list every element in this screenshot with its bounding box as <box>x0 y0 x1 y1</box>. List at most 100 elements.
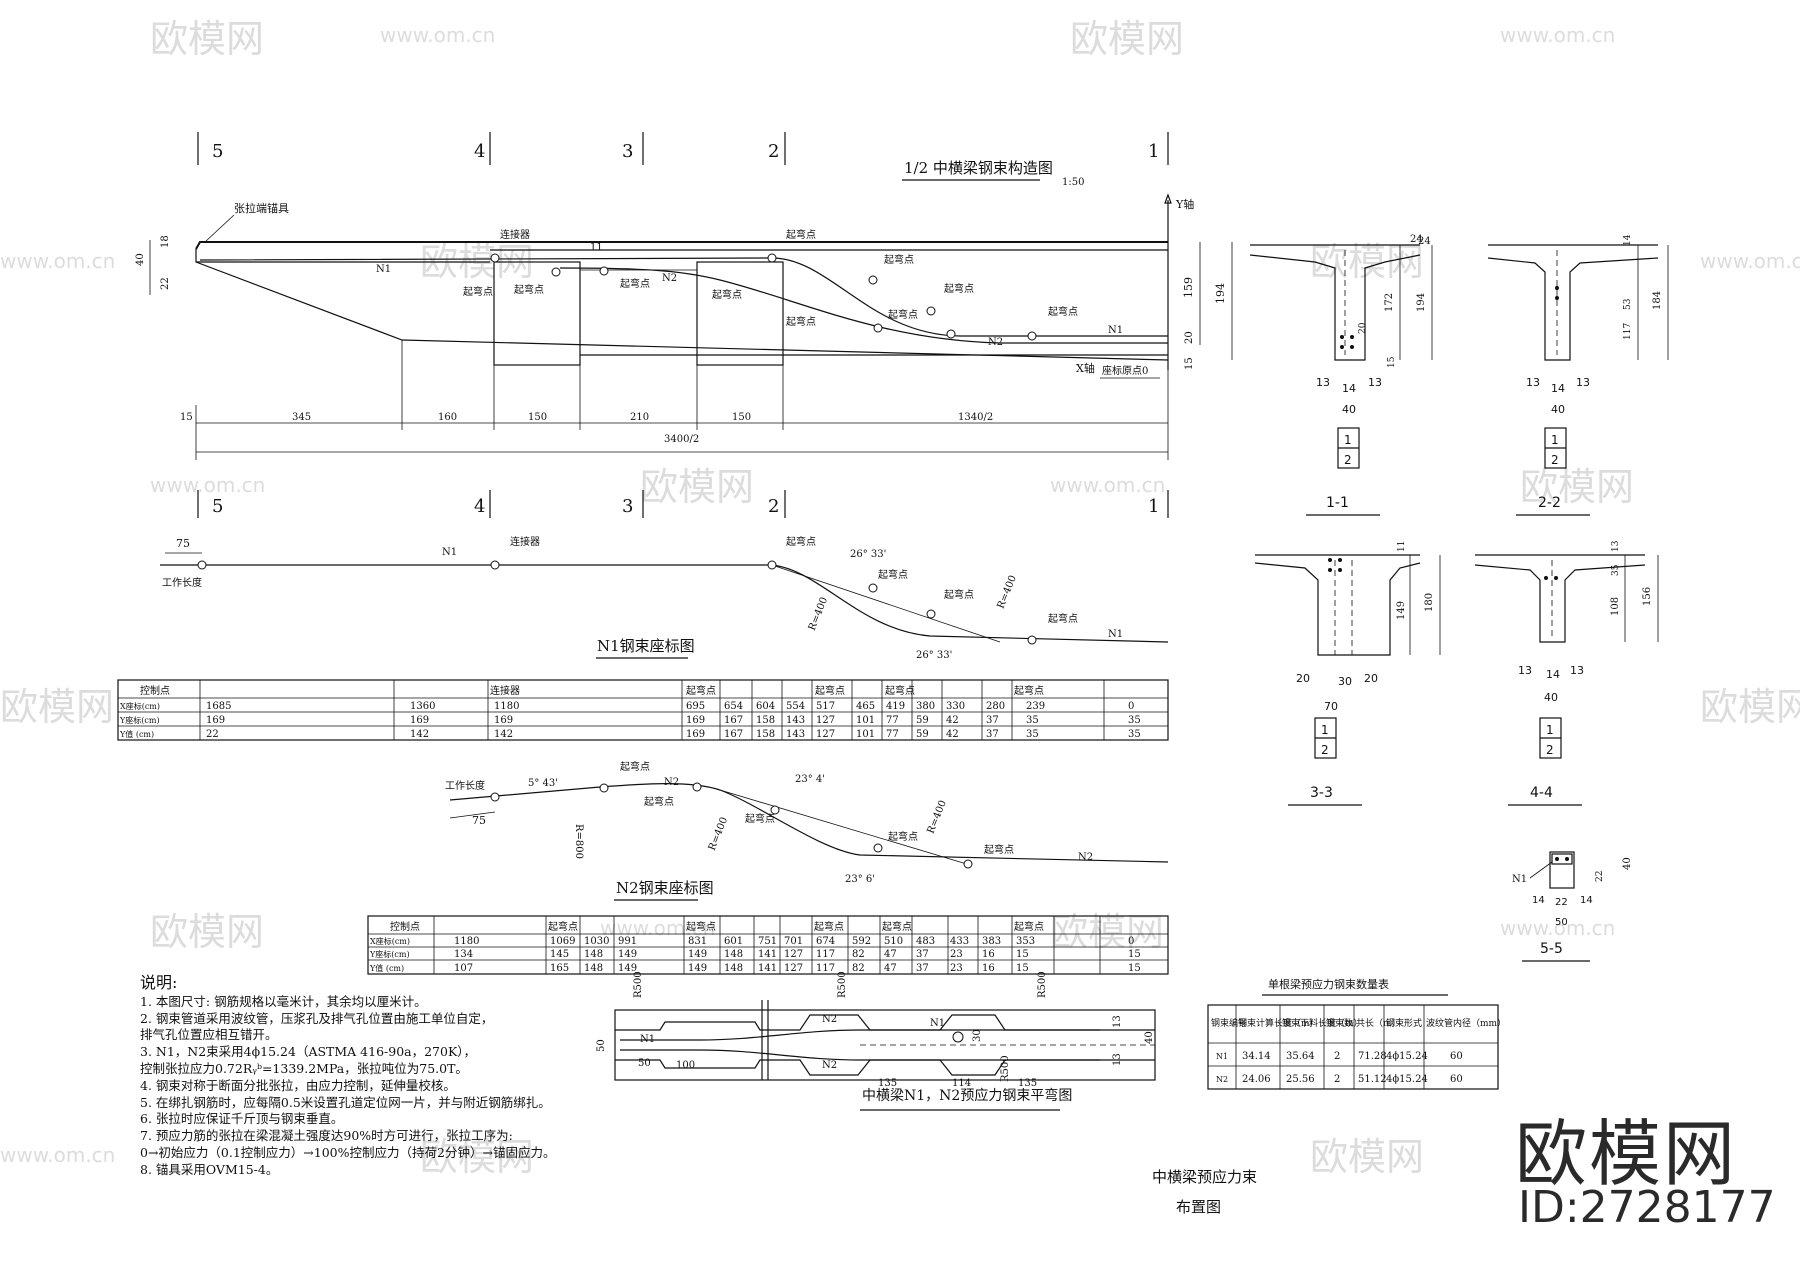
watermark-brand: 欧模网 <box>0 685 114 729</box>
table-cell: 654 <box>724 701 743 712</box>
watermark-brand: 欧模网 <box>1700 685 1800 729</box>
table-cell: 143 <box>786 729 805 740</box>
n2-label: N2 <box>664 777 679 788</box>
bend-point <box>873 323 883 333</box>
bend-label: 起弯点 <box>888 830 918 843</box>
table-cell: 127 <box>816 715 835 726</box>
table-cell: 517 <box>816 701 835 712</box>
bend-label: 起弯点 <box>984 843 1014 856</box>
anchor-plate <box>1551 853 1573 865</box>
dim-value: 13 <box>1526 376 1540 389</box>
plan-title: 中横梁N1，N2预应力钢束平弯图 <box>862 1087 1072 1104</box>
note-line: 3. N1，N2束采用4ϕ15.24（ASTMA 416-90a，270K）， <box>140 1044 477 1060</box>
section-cell: 1 <box>1551 433 1559 447</box>
bend-point <box>1027 635 1037 645</box>
table-cell: 25.56 <box>1286 1074 1315 1085</box>
tendon-dot <box>1555 296 1559 300</box>
section-number: 3 <box>622 496 633 517</box>
dim-value: 40 <box>1544 691 1558 704</box>
table-cell: 59 <box>916 715 929 726</box>
dim-value: 22 <box>1595 871 1605 882</box>
tendon-dot <box>1554 576 1558 580</box>
quantity-table-title: 单根梁预应力钢束数量表 <box>1268 977 1389 991</box>
tendon-dot <box>1340 335 1344 339</box>
brand-logo-text: 欧模网 <box>1515 1112 1738 1196</box>
bend-label: 起弯点 <box>786 228 816 241</box>
section-label: 3-3 <box>1310 785 1333 801</box>
dim-75: 75 <box>176 537 190 550</box>
anchor-block <box>1549 851 1575 889</box>
table-cell: 1360 <box>410 701 435 712</box>
dim-value: 159 <box>1182 277 1195 298</box>
angle-label: 23° 6' <box>845 874 875 885</box>
tangent-line <box>771 564 1001 643</box>
table-cell: 134 <box>454 949 473 960</box>
dim-value: 149 <box>1396 601 1407 620</box>
plan-label: 30 <box>972 1029 983 1042</box>
table-cell: 149 <box>618 963 637 974</box>
drawing-title-block: 中横梁预应力束 布置图 <box>1152 1168 1257 1216</box>
bend-point <box>692 782 702 792</box>
origin-label: 座标原点0 <box>1102 364 1148 377</box>
radius-label: R=400 <box>807 596 830 633</box>
table-cell: 2 <box>1334 1051 1340 1062</box>
dim-value: 180 <box>1424 593 1435 612</box>
table-cell: 23 <box>950 963 963 974</box>
n1-label: N1 <box>376 264 391 275</box>
watermark-brand: 欧模网 <box>1310 1135 1424 1179</box>
dim-value: 15 <box>1184 357 1195 370</box>
table-cell: 158 <box>756 715 775 726</box>
n2-label: N2 <box>662 273 677 284</box>
bend-label: 起弯点 <box>620 277 650 290</box>
angle-label: 5° 43' <box>528 778 558 789</box>
work-length-label: 工作长度 <box>445 779 485 792</box>
leader-line <box>1529 861 1553 879</box>
table-cell: 82 <box>852 963 865 974</box>
table-cell: 1180 <box>454 936 479 947</box>
dim-value: 13 <box>1368 376 1382 389</box>
section-label: 2-2 <box>1538 495 1561 511</box>
section-number: 3 <box>622 141 633 162</box>
table-cell: 380 <box>916 701 935 712</box>
section-label: 5-5 <box>1540 941 1563 957</box>
bend-label: 起弯点 <box>712 288 742 301</box>
plan-label: 13 <box>1112 1015 1123 1028</box>
watermark-url: www.om.cn <box>0 249 115 273</box>
bend-point <box>767 560 777 570</box>
control-point <box>197 560 207 570</box>
dim-value: 194 <box>1416 293 1427 312</box>
table-cell: 433 <box>950 936 969 947</box>
note-line: 6. 张拉时应保证千斤顶与钢束垂直。 <box>140 1111 344 1127</box>
dim-line <box>449 811 496 819</box>
section-label: 4-4 <box>1530 785 1553 801</box>
dim-value: 156 <box>1642 587 1653 606</box>
bend-point <box>946 329 956 339</box>
bend-label: 起弯点 <box>1048 305 1078 318</box>
n1-label: N1 <box>1108 629 1123 640</box>
plan-label: 40 <box>1144 1031 1155 1044</box>
bend-point <box>868 583 878 593</box>
table-cell: 15 <box>1128 963 1141 974</box>
table-cell: 465 <box>856 701 875 712</box>
header-cell: 控制点 <box>390 920 420 933</box>
section-2-2: 14 53 117 184 13 14 13 40 1 2 2-2 <box>1487 234 1669 516</box>
table-cell: 117 <box>816 949 835 960</box>
row-label-cell: X座标(cm) <box>120 701 160 711</box>
note-line: 2. 钢束管道采用波纹管，压浆孔及排气孔位置由施工单位自定， <box>140 1010 494 1026</box>
watermark-layer: 欧模网 www.om.cn 欧模网 www.om.cn www.om.cn 欧模… <box>0 17 1800 1179</box>
table-cell: 169 <box>686 729 705 740</box>
dim-value: 184 <box>1652 291 1663 310</box>
watermark-url: www.om.cn <box>600 916 715 940</box>
table-cell: 15 <box>1128 949 1141 960</box>
plan-label: 135 <box>1018 1078 1037 1089</box>
drawing-title-line: 中横梁预应力束 <box>1152 1168 1257 1186</box>
bend-point <box>767 253 777 263</box>
dim-value: 20 <box>1364 672 1378 685</box>
plan-label: R500 <box>1000 1055 1011 1082</box>
dim-value: 13 <box>1611 540 1621 552</box>
section-number: 1 <box>1148 141 1159 162</box>
table-cell: 37 <box>916 949 929 960</box>
watermark-url: www.om.cn <box>380 23 495 47</box>
note-line: 控制张拉应力0.72Rᵧᵇ=1339.2MPa，张拉吨位为75.0T。 <box>140 1060 468 1076</box>
